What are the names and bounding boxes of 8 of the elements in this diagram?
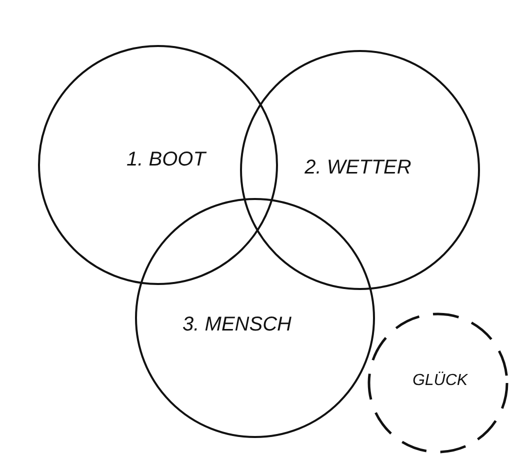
circle-label: 1. BOOT <box>126 148 206 172</box>
circle-label: 2. WETTER <box>304 156 412 180</box>
venn-circle <box>135 198 375 438</box>
circle-label: 3. MENSCH <box>182 314 292 336</box>
venn-circle <box>38 45 278 285</box>
venn-circle <box>240 50 480 290</box>
dashed-circle <box>368 313 508 453</box>
circle-label: GLÜCK <box>412 372 468 390</box>
